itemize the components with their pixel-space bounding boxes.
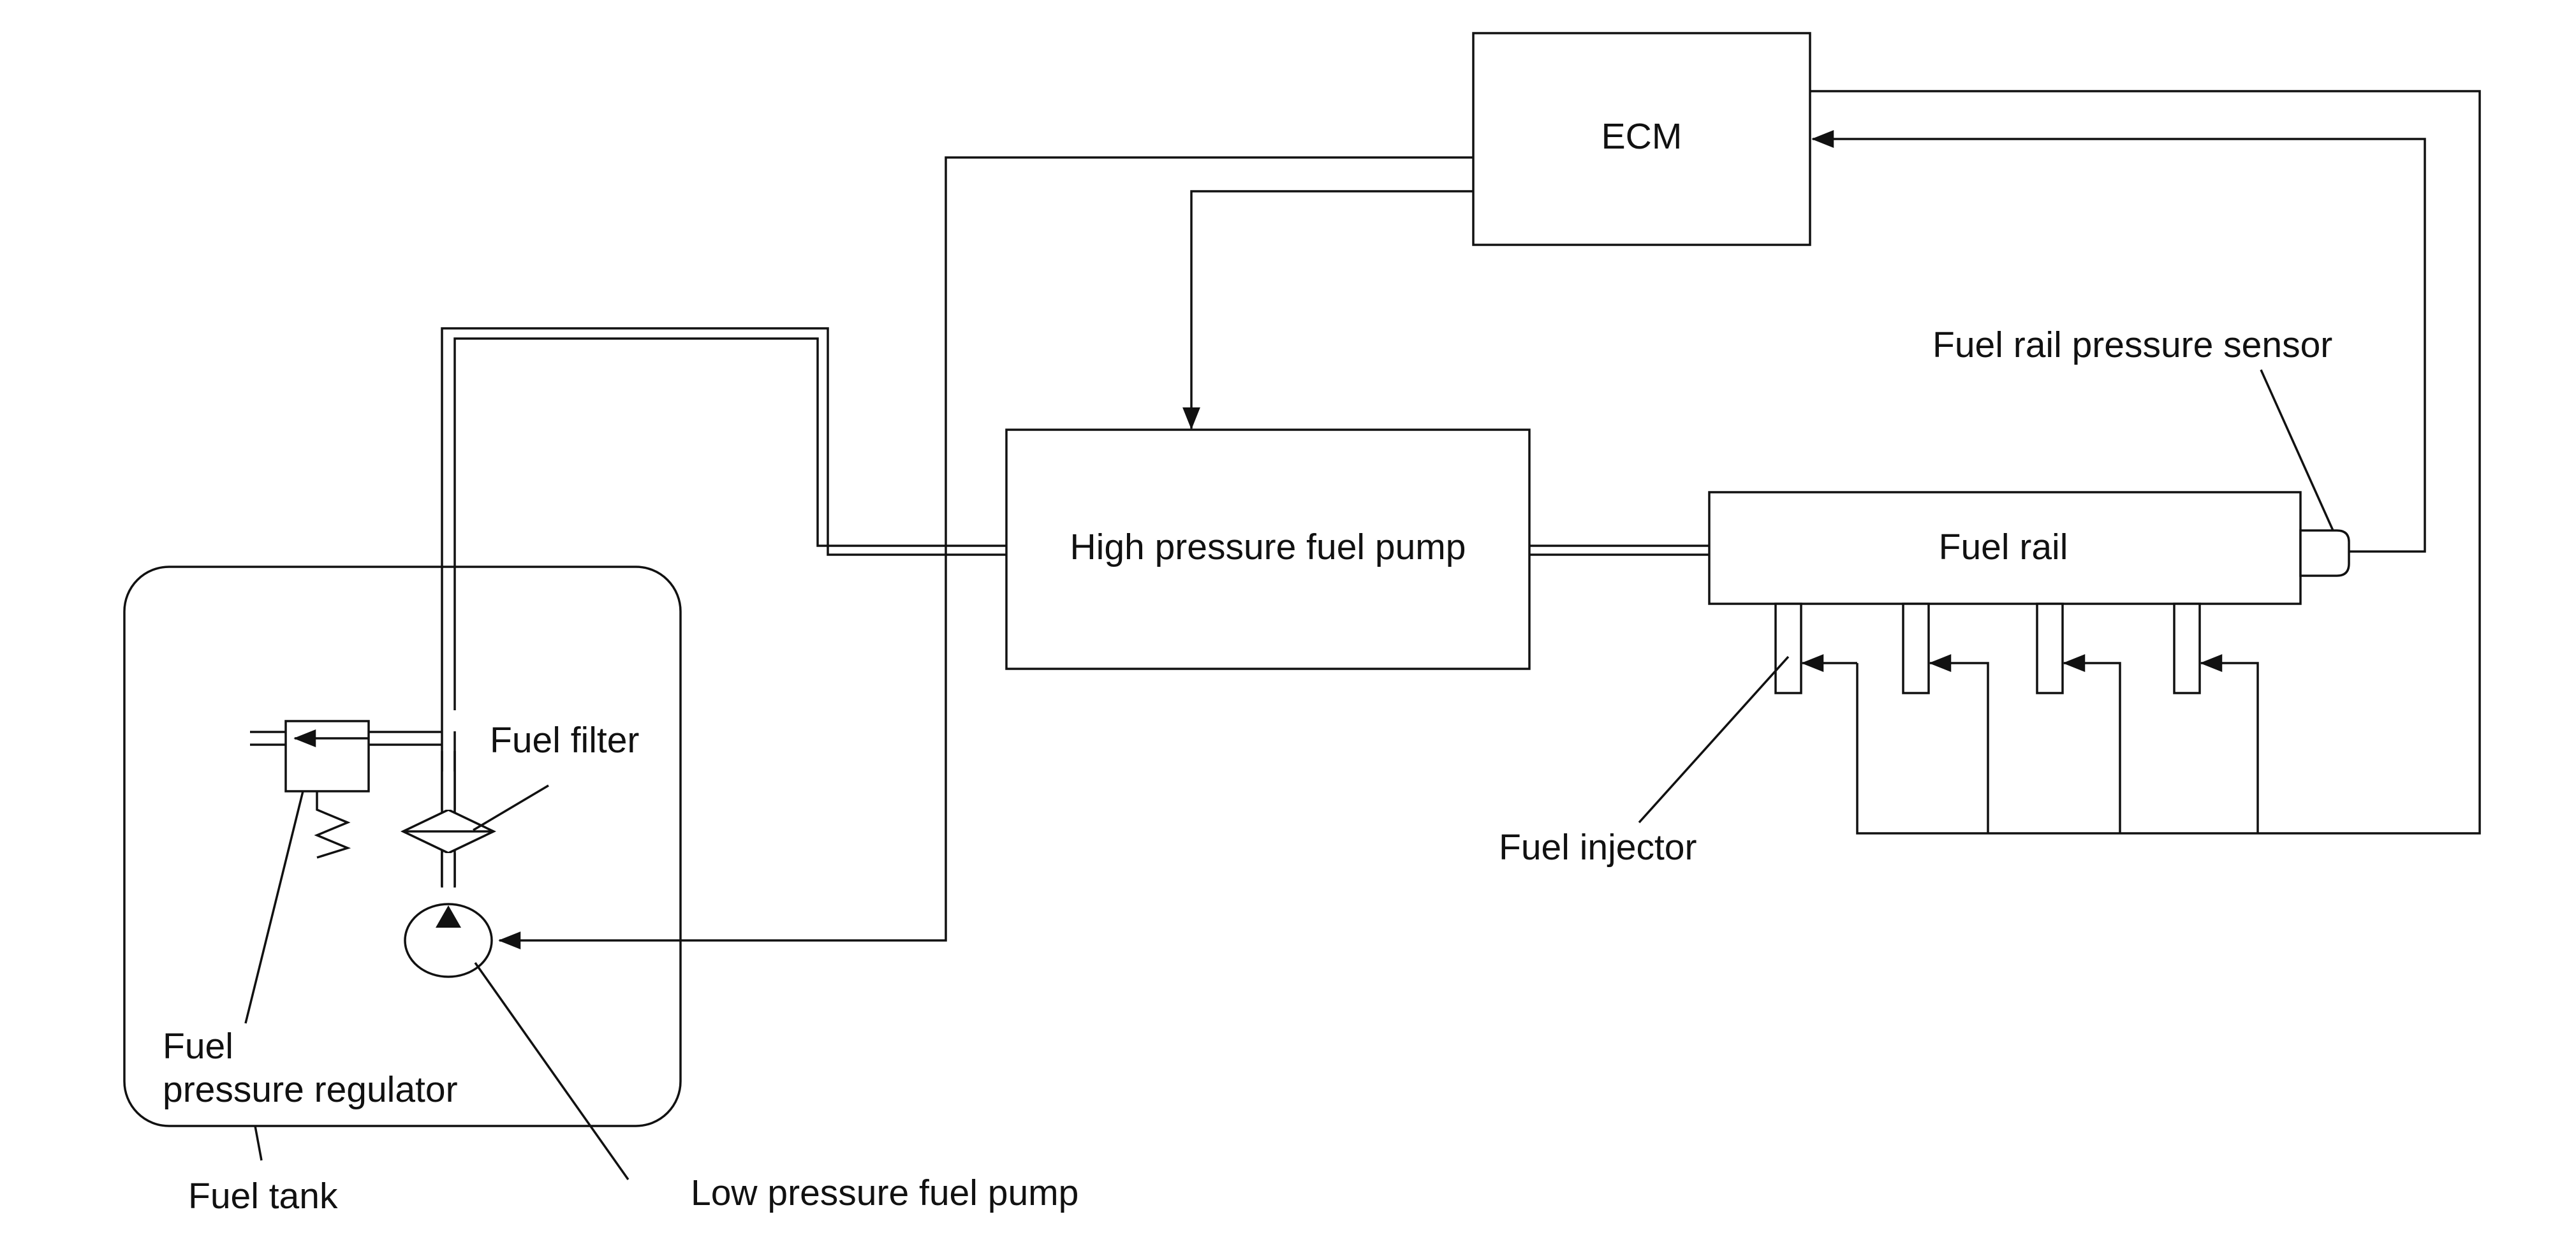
- fuel-injectors: [1774, 603, 2201, 694]
- fuel-tank-outline: [123, 566, 682, 1127]
- sensor-to-ecm-signal: [1811, 130, 2426, 553]
- regulator-line: [250, 731, 442, 746]
- low-pressure-fuel-pump-label: Low pressure fuel pump: [691, 1173, 1078, 1213]
- fuel-rail-pressure-sensor: [2299, 529, 2350, 577]
- fuel-injector-4: [2173, 603, 2201, 694]
- leader-lines: [244, 369, 2334, 1181]
- fuel-rail-label: Fuel rail: [1939, 527, 2068, 567]
- fuel-injector-2: [1902, 603, 1930, 694]
- fuel-injector-label: Fuel injector: [1499, 827, 1696, 868]
- low-pressure-fuel-line: [441, 327, 1006, 886]
- injector-signal-branches: [1801, 654, 2259, 833]
- fuel-pressure-regulator-label-2: pressure regulator: [163, 1069, 458, 1110]
- ecm-label: ECM: [1601, 116, 1682, 157]
- ecm-box: [1472, 32, 1811, 246]
- ecm-to-injectors-signal: [1810, 90, 2481, 835]
- high-pressure-fuel-pump-label: High pressure fuel pump: [1070, 527, 1466, 567]
- fuel-pressure-regulator-label-1: Fuel: [163, 1026, 233, 1067]
- high-pressure-fuel-pump-box: [1005, 428, 1531, 670]
- fuel-injector-1: [1774, 603, 1802, 694]
- high-pressure-fuel-line: [1529, 544, 1709, 556]
- fuel-filter-label: Fuel filter: [490, 720, 639, 761]
- fuel-injector-3: [2036, 603, 2064, 694]
- fuel-pressure-regulator: [284, 720, 370, 793]
- low-pressure-fuel-pump: [404, 903, 493, 978]
- fuel-tank-label: Fuel tank: [188, 1176, 338, 1217]
- regulator-spring: [314, 791, 351, 859]
- low-pressure-pump-triangle: [436, 905, 461, 928]
- ecm-to-high-pressure-pump-signal: [1182, 190, 1473, 430]
- ecm-to-low-pressure-pump-signal: [498, 156, 1473, 949]
- fuel-rail-pressure-sensor-label: Fuel rail pressure sensor: [1932, 325, 2332, 365]
